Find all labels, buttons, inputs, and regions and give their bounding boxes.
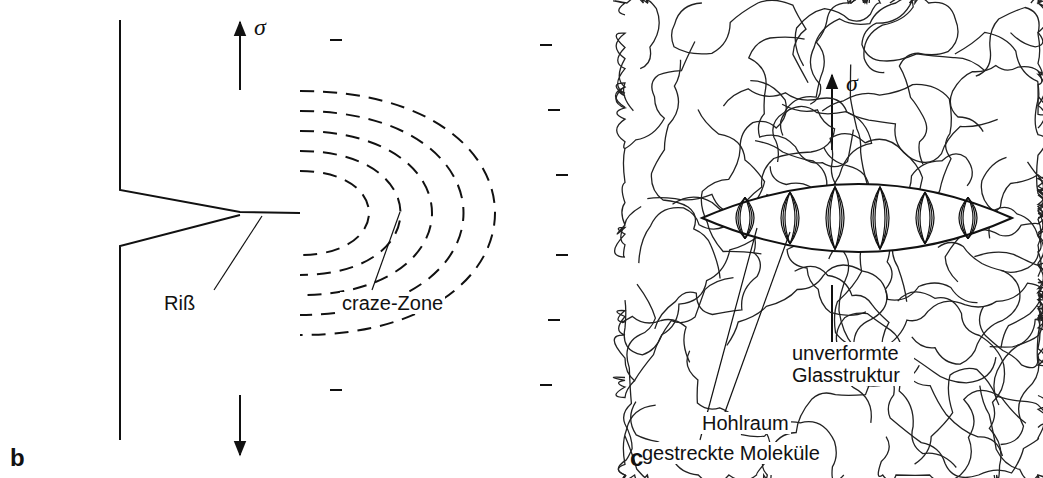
craze-zone-lines	[300, 40, 568, 390]
panel-letter: c	[628, 445, 645, 471]
void-label: Hohlraum	[700, 412, 791, 434]
structure-label: unverformte Glasstruktur	[790, 342, 914, 386]
crack-label: Riß	[162, 292, 197, 314]
leader-lines	[214, 212, 790, 440]
polymer-chains	[613, 0, 1043, 478]
fibril-label: gestreckte Moleküle	[640, 442, 822, 464]
stress-symbol: σ	[252, 14, 268, 40]
stress-symbol: σ	[844, 70, 860, 96]
notched-specimen	[120, 20, 300, 440]
stress-arrows	[240, 22, 832, 455]
craze-zone-label: craze-Zone	[340, 292, 445, 314]
panel-letter: b	[8, 445, 27, 471]
void-outline	[702, 184, 1012, 252]
stretched-fibrils	[736, 187, 977, 250]
